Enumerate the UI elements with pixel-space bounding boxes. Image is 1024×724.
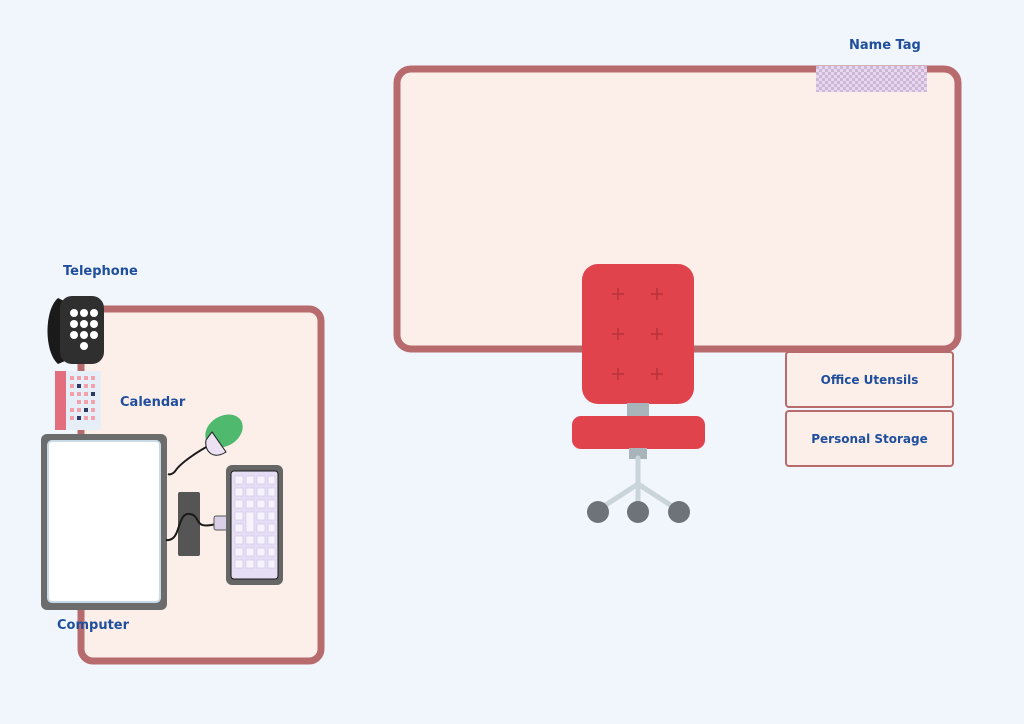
mouse-icon [167,414,243,476]
chair-neck [627,403,649,417]
telephone-label: Telephone [63,264,138,279]
name-tag-label: Name Tag [849,38,921,53]
chair-wheel [668,501,690,523]
chair-wheel [587,501,609,523]
computer-monitor [41,434,229,610]
office-utensils-label: Office Utensils [820,372,919,387]
chair-wheel [627,501,649,523]
calendar-label: Calendar [120,395,186,410]
chair-seat [572,416,705,449]
monitor-stand [178,492,200,556]
keyboard-icon [226,465,283,585]
monitor-screen [47,440,161,603]
personal-storage-drawer: Personal Storage [785,410,954,467]
computer-label: Computer [57,618,130,633]
office-utensils-drawer: Office Utensils [785,351,954,408]
chair-back [582,264,694,404]
chair-tufting [612,288,663,380]
office-chair [572,264,705,523]
chair-post [629,448,647,459]
calendar-icon [55,371,101,430]
personal-storage-label: Personal Storage [811,431,928,446]
name-tag [816,66,927,92]
telephone-icon [47,296,104,364]
